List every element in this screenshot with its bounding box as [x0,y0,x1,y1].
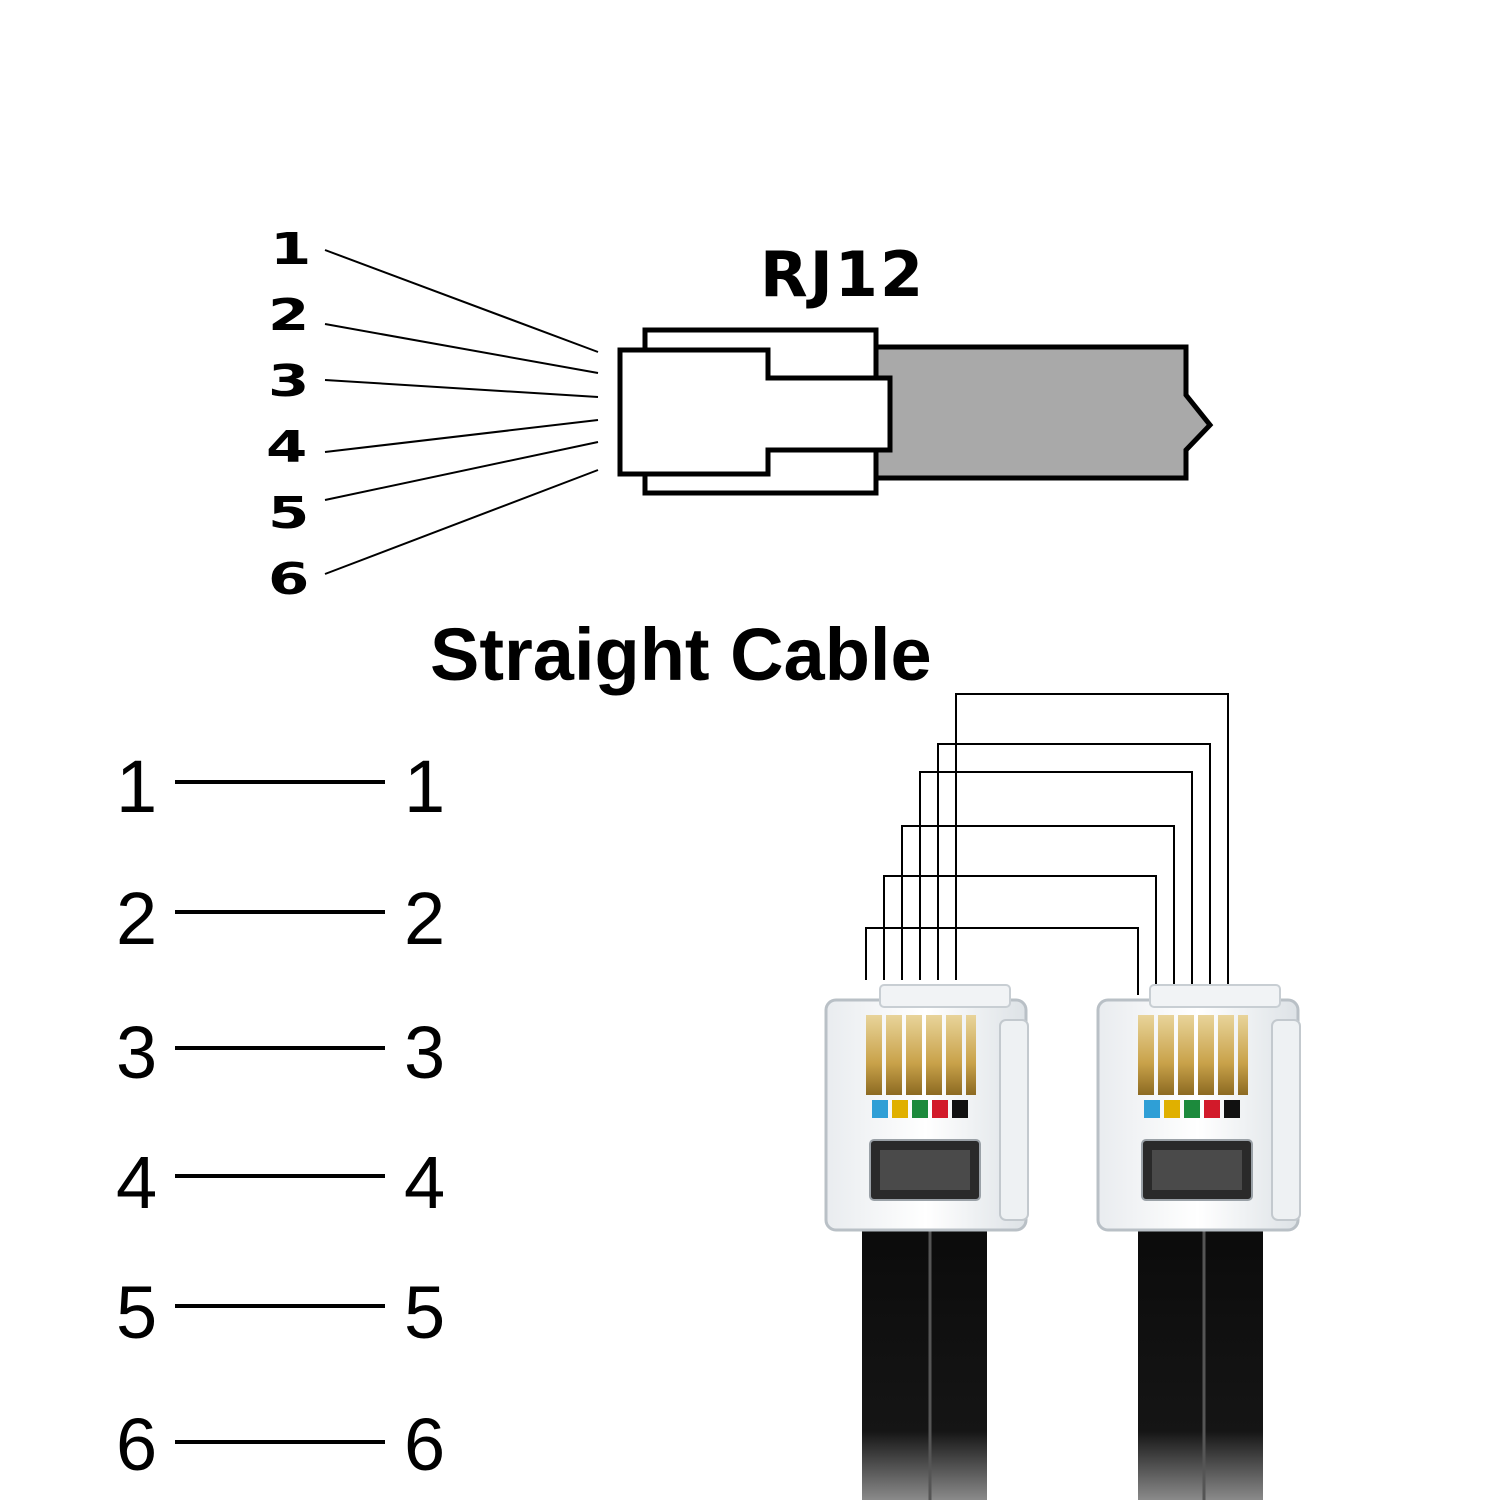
connector-title: RJ12 [760,238,926,311]
connector-pin-label-2: 2 [268,290,310,341]
connector-pin-label-3: 3 [268,356,310,407]
pin-leader-6 [324,469,599,575]
pin-leader-2 [324,323,599,374]
left-plug [824,984,1029,1500]
cable-jacket [873,344,1214,481]
left-wire-red [932,1100,948,1118]
left-pin-1: 1 [116,745,158,828]
left-wire-yellow [892,1100,908,1118]
right-wire-green [1184,1100,1200,1118]
rj12-connector-drawing [324,249,1214,575]
left-pin-5: 5 [116,1271,158,1354]
right-wire-red [1204,1100,1220,1118]
left-pin-2: 2 [116,877,158,960]
cable-title: Straight Cable [430,613,932,696]
left-pin-3: 3 [116,1011,158,1094]
wire-bracket-3 [901,825,1175,995]
right-pin-2: 2 [404,877,446,960]
connector-pin-label-5: 5 [268,488,310,539]
left-pin-6: 6 [116,1403,158,1486]
wiring-brackets [865,693,1229,995]
pin-leader-1 [324,249,599,353]
left-wire-black [952,1100,968,1118]
pin-mapping-lines [175,780,385,1444]
plug-face [617,347,893,477]
right-pin-6: 6 [404,1403,446,1486]
pin-leader-5 [324,441,599,501]
left-pin-4: 4 [116,1141,158,1224]
connector-pin-label-6: 6 [268,554,310,605]
right-wire-black [1224,1100,1240,1118]
connector-pin-label-1: 1 [270,224,312,275]
right-plug [1096,984,1301,1500]
connector-pin-label-4: 4 [266,422,308,473]
right-pin-5: 5 [404,1271,446,1354]
right-pin-3: 3 [404,1011,446,1094]
wire-bracket-4 [919,771,1193,995]
right-pin-1: 1 [404,745,446,828]
left-wire-green [912,1100,928,1118]
pin-leader-3 [324,379,599,398]
right-wire-blue [1144,1100,1160,1118]
right-cable [1138,1225,1263,1500]
wire-bracket-5 [937,743,1211,995]
left-wire-blue [872,1100,888,1118]
wire-bracket-2 [883,875,1157,995]
left-cable [862,1225,987,1500]
wire-bracket-1 [865,927,1139,995]
right-wire-yellow [1164,1100,1180,1118]
right-pin-4: 4 [404,1141,446,1224]
pin-leader-4 [324,419,599,453]
wire-bracket-6 [955,693,1229,995]
